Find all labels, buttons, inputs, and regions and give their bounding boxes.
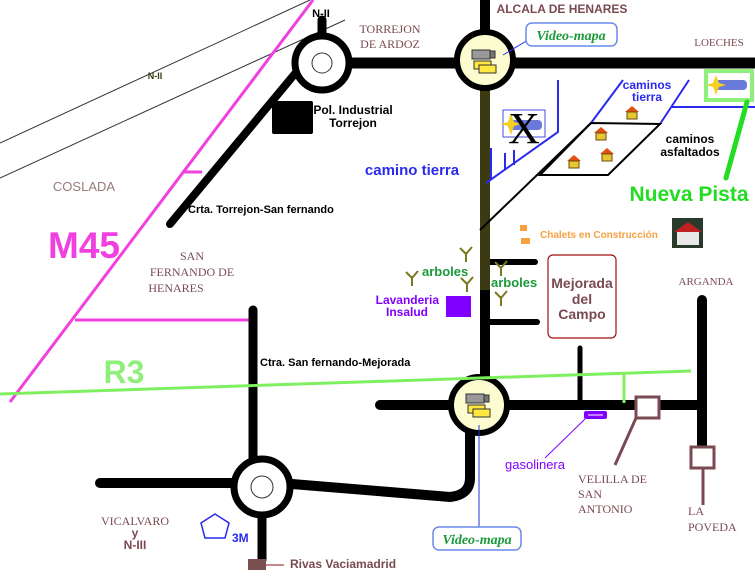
n2-label: N-II: [312, 8, 330, 20]
orion-logo: [500, 109, 546, 138]
x-mark: X: [508, 104, 540, 153]
arboles-left-label: arboles: [422, 264, 468, 279]
rivas-label: Rivas Vaciamadrid: [290, 557, 396, 571]
chalets-label: Chalets en Construcción: [540, 230, 658, 241]
ctra-mejorada-label: Ctra. San fernando-Mejorada: [260, 357, 411, 369]
video-camera-icon[interactable]: [465, 393, 491, 418]
house-photo-icon: [672, 218, 703, 248]
loeches-label: LOECHES: [694, 37, 744, 49]
gasolinera-label: gasolinera: [505, 457, 566, 472]
video-mapa-bottom-button[interactable]: [432, 526, 522, 551]
m45-road: [8, 0, 315, 403]
tree-icon: [405, 246, 508, 306]
n2-road-line: [0, 0, 311, 144]
roundabout-torrejon: [291, 32, 353, 94]
camino-tierra-lines: [485, 79, 755, 184]
camino-tierra-label: camino tierra: [365, 162, 460, 179]
coslada-label: COSLADA: [53, 179, 115, 194]
mejorada-box: [547, 254, 617, 339]
alcala-label: ALCALA DE HENARES: [497, 2, 628, 16]
n2-road-line: [0, 19, 346, 179]
video-mapa-top-button[interactable]: [525, 22, 618, 47]
r3-road: [0, 369, 692, 396]
arboles-right-label: arboles: [491, 275, 537, 290]
r3-label: R3: [104, 354, 145, 390]
pol-industrial-block: [272, 101, 313, 134]
gasolinera-callout: [544, 418, 586, 459]
nueva-pista-label: Nueva Pista: [629, 183, 748, 206]
n2-road-label: N-II: [148, 71, 163, 81]
crta-torrejon-label: Crta. Torrejon-San fernando: [188, 204, 334, 216]
arganda-label: ARGANDA: [679, 276, 734, 288]
poveda-marker: [689, 445, 716, 470]
chalet-marker: [521, 238, 530, 244]
m45-label: M45: [48, 225, 120, 266]
pentagon-metro-icon: [200, 513, 230, 539]
callout-line: [502, 39, 529, 56]
nueva-pista-line: [723, 99, 750, 181]
video-camera-icon[interactable]: [471, 49, 497, 74]
video-mapa-top-label[interactable]: Video-mapa: [536, 29, 605, 44]
roads: [95, 0, 755, 565]
house-icon: [567, 106, 639, 169]
velilla-marker: [634, 395, 661, 420]
roundabout-alcala: [454, 29, 516, 91]
metro-label: 3M: [232, 531, 249, 545]
video-mapa-bottom-label[interactable]: Video-mapa: [442, 533, 511, 548]
chalet-marker: [520, 225, 527, 231]
caminos-asfaltados-lines: [479, 121, 663, 231]
lavanderia-marker: [446, 296, 471, 317]
rivas-marker: [248, 559, 266, 570]
orion-logo-nueva-pista: [704, 69, 754, 102]
roundabout-rivas: [230, 455, 294, 519]
